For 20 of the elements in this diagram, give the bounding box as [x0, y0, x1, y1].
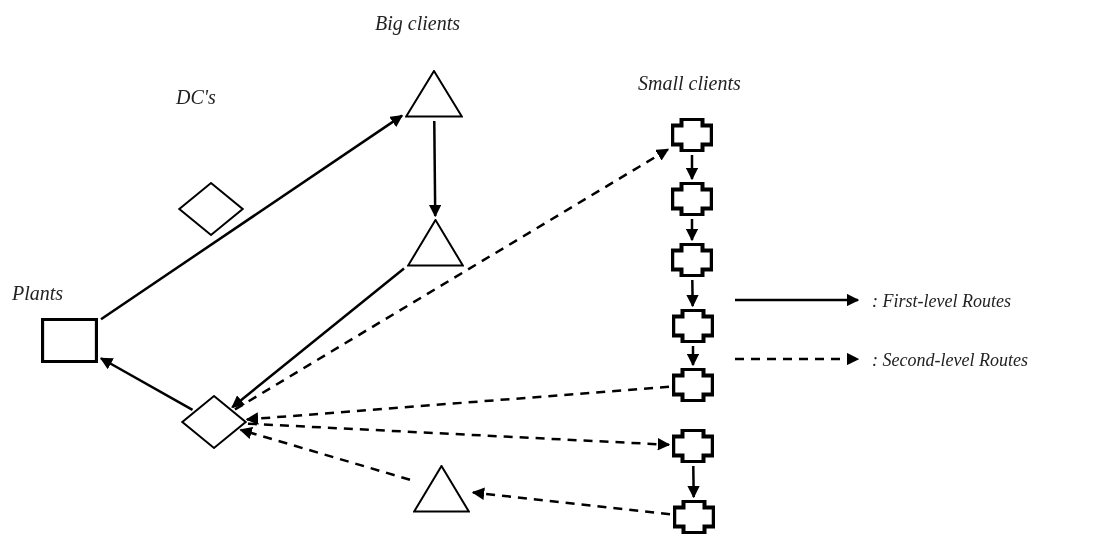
arrow	[231, 267, 405, 409]
arrow	[99, 357, 194, 411]
arrow	[686, 346, 700, 367]
group-heading: Plants	[12, 281, 64, 306]
arrow	[685, 155, 699, 181]
group-heading: DC's	[176, 85, 216, 110]
dashed-arrow	[239, 427, 411, 481]
group-heading: Small clients	[638, 71, 741, 96]
arrow	[687, 466, 700, 499]
arrow	[428, 121, 442, 218]
arrow	[686, 279, 699, 308]
legend-label: : First-level Routes	[872, 290, 1011, 313]
dashed-arrow	[247, 422, 671, 451]
dashed-arrow	[245, 385, 670, 425]
legend-label: : Second-level Routes	[872, 349, 1028, 372]
group-heading: Big clients	[375, 11, 460, 37]
dashed-arrow	[471, 487, 671, 516]
arrow	[685, 219, 699, 242]
arrow	[100, 114, 404, 321]
dashed-arrow	[234, 148, 670, 411]
